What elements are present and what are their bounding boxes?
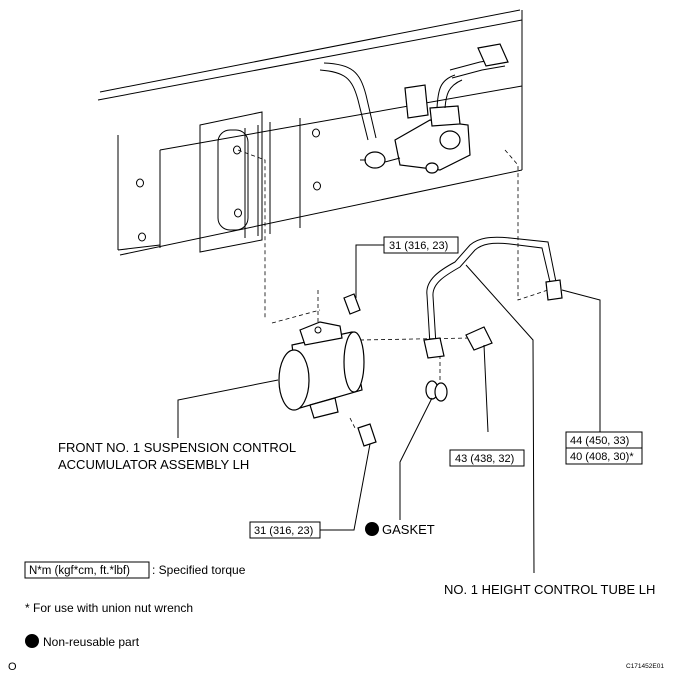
accumulator-bracket (299, 321, 343, 346)
union-bolt (465, 326, 493, 351)
height-control-valve (319, 43, 509, 174)
accumulator-label-1: FRONT NO. 1 SUSPENSION CONTROL (58, 440, 296, 455)
frame-hole (313, 181, 321, 191)
gasket-label: GASKET (382, 522, 435, 537)
legend-unit-text: N*m (kgf*cm, ft.*lbf) (29, 565, 130, 577)
frame-hole (312, 128, 320, 138)
legend-note-text: * For use with union nut wrench (25, 601, 193, 615)
torque-bottom-box: 31 (316, 23) (249, 521, 321, 539)
accumulator-label-2: ACCUMULATOR ASSEMBLY LH (58, 457, 249, 472)
tube-end-nut (545, 279, 563, 301)
torque-bottom-text: 31 (316, 23) (254, 525, 313, 537)
height-control-tube (423, 236, 563, 359)
legend-nonreusable-text: Non-reusable part (43, 635, 140, 649)
torque-union-box: 43 (438, 32) (449, 449, 525, 467)
torque-tube-text-1: 44 (450, 33) (570, 435, 629, 447)
tube-union-nut (423, 337, 445, 359)
torque-top-box: 31 (316, 23) (383, 236, 459, 254)
legend: N*m (kgf*cm, ft.*lbf) : Specified torque… (24, 561, 246, 649)
torque-top-text: 31 (316, 23) (389, 240, 448, 252)
bottom-bolt (357, 423, 377, 447)
torque-tube-box: 44 (450, 33) 40 (408, 30)* (565, 431, 643, 465)
gasket-part (425, 380, 448, 402)
accumulator-assembly (278, 293, 377, 447)
nonreusable-icon (25, 634, 39, 648)
torque-tube-text-2: 40 (408, 30)* (570, 451, 634, 463)
frame-hole (138, 232, 146, 242)
frame-hole (233, 145, 241, 155)
tube-label: NO. 1 HEIGHT CONTROL TUBE LH (444, 582, 655, 597)
corner-mark: O (8, 661, 17, 673)
leader-lines (177, 244, 601, 574)
figure-code: C171452E01 (626, 663, 664, 670)
frame-hole (136, 178, 144, 188)
gasket-nonreusable-icon (365, 522, 379, 536)
frame-hole (234, 208, 242, 218)
legend-specified-text: : Specified torque (152, 563, 246, 577)
vehicle-frame (97, 9, 523, 256)
top-bolt (343, 293, 361, 315)
torque-union-text: 43 (438, 32) (455, 453, 514, 465)
